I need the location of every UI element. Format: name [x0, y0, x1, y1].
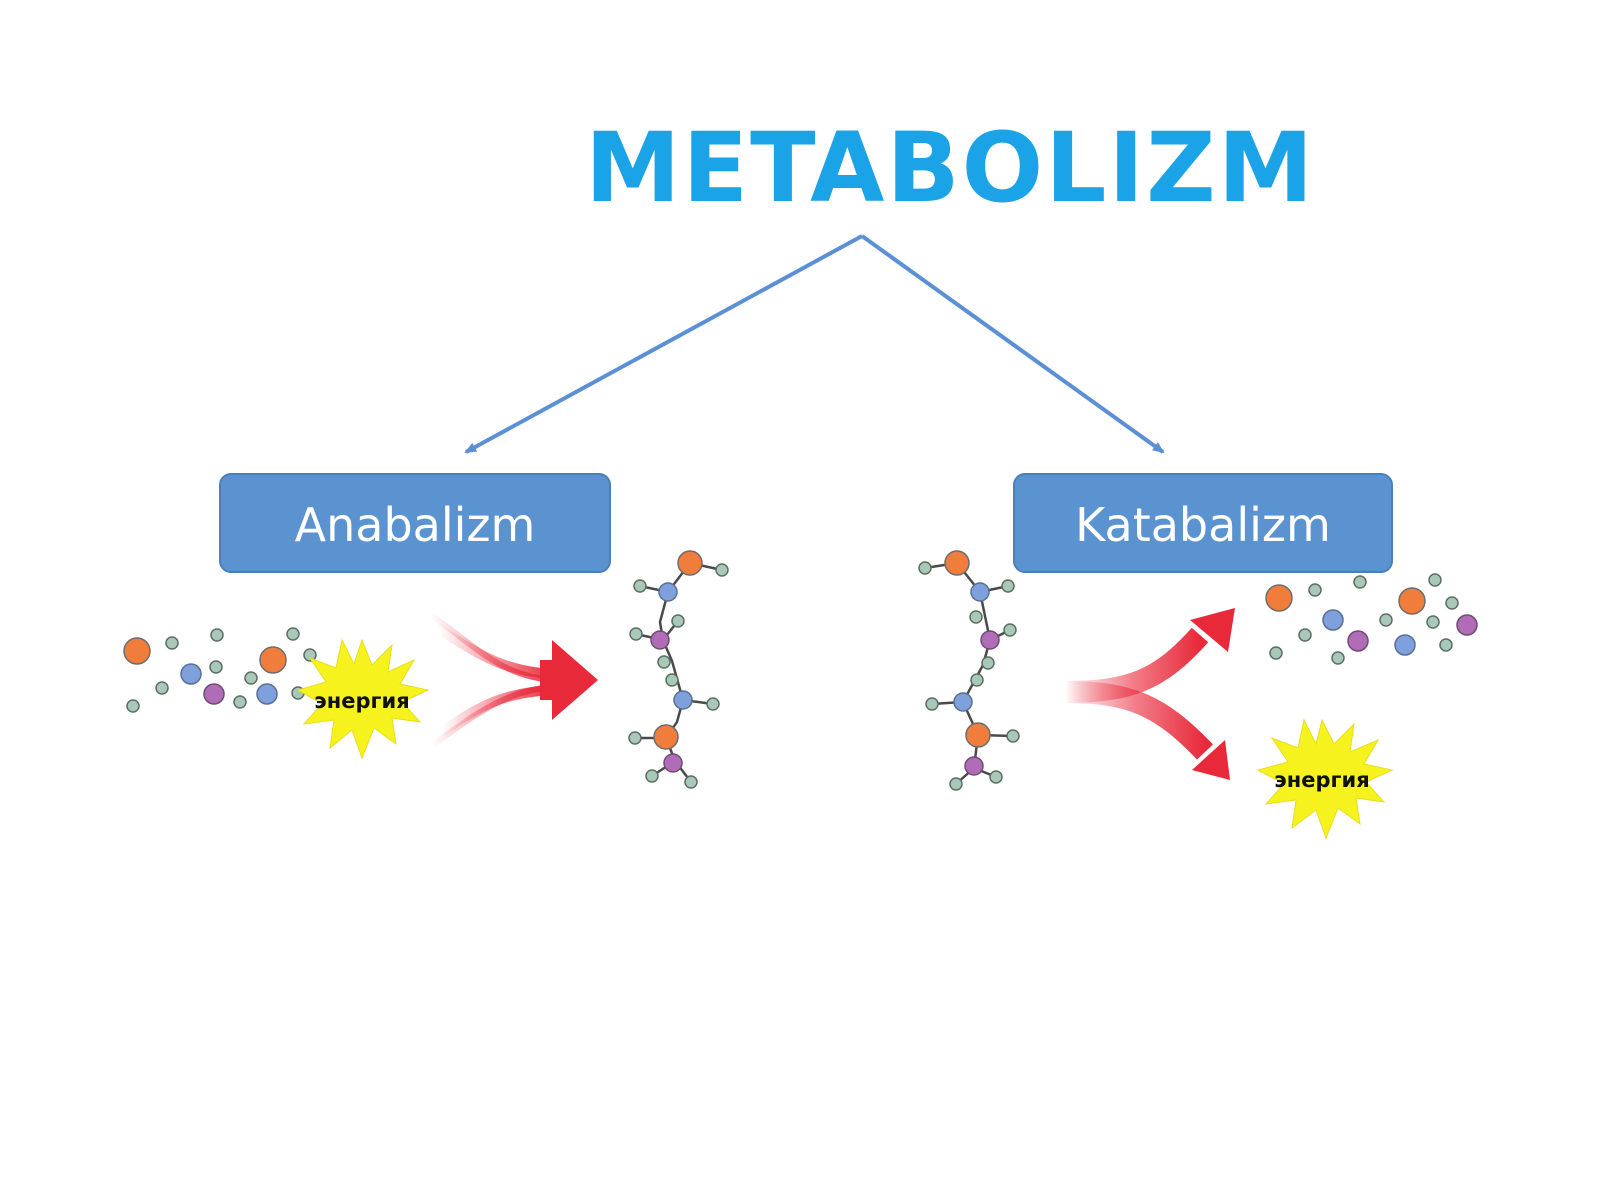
atom: [970, 582, 990, 602]
atom: [677, 550, 703, 576]
atom: [650, 630, 670, 650]
atom: [653, 724, 679, 750]
atom: [949, 777, 963, 791]
atom: [210, 628, 224, 642]
atom: [165, 636, 179, 650]
atom: [1331, 651, 1345, 665]
atom: [1353, 575, 1367, 589]
atom: [1456, 614, 1478, 636]
arrow-stream: [1064, 681, 1213, 760]
bonds: [924, 561, 1014, 785]
atom: [964, 756, 984, 776]
chain-molecule-left: [628, 550, 729, 789]
anabolism-box: Anabalizm: [219, 473, 611, 573]
atom: [657, 655, 671, 669]
arrow-head: [540, 640, 598, 720]
atom: [203, 683, 225, 705]
atom: [671, 614, 685, 628]
catabolism-arrow: [1064, 608, 1235, 780]
atom: [286, 627, 300, 641]
atom: [209, 660, 223, 674]
anabolism-arrow: [428, 612, 598, 748]
atom: [658, 582, 678, 602]
atom: [673, 690, 693, 710]
catabolism-label: Katabalizm: [1075, 498, 1331, 552]
atom: [1001, 579, 1015, 593]
atom: [1003, 623, 1017, 637]
bonds: [635, 561, 723, 783]
energy-burst-shape: [1256, 718, 1394, 840]
chain-molecule-right: [918, 550, 1020, 791]
atom: [1398, 587, 1426, 615]
atom: [970, 673, 984, 687]
atom: [1265, 584, 1293, 612]
atom: [303, 648, 317, 662]
atom: [981, 656, 995, 670]
energy-burst-left: энергия: [296, 638, 430, 760]
atom: [244, 671, 258, 685]
atom: [1428, 573, 1442, 587]
atom: [1322, 609, 1344, 631]
atom: [663, 753, 683, 773]
atom: [633, 579, 647, 593]
atom: [965, 722, 991, 748]
arrow-head-up: [1190, 608, 1235, 652]
atom: [126, 699, 140, 713]
atom: [180, 663, 202, 685]
energy-burst-right: энергия: [1256, 718, 1394, 840]
atom: [233, 695, 247, 709]
atom: [259, 646, 287, 674]
atom: [944, 550, 970, 576]
atom: [953, 692, 973, 712]
connector-right: [860, 234, 1165, 454]
catabolism-box: Katabalizm: [1013, 473, 1393, 573]
arrow-head-down: [1192, 740, 1230, 780]
small-molecules-right: [1265, 573, 1478, 665]
atom: [1445, 596, 1459, 610]
atom: [155, 681, 169, 695]
atom: [628, 731, 642, 745]
atom: [123, 637, 151, 665]
atom: [918, 561, 932, 575]
energy-burst-shape: [296, 638, 430, 760]
atom: [665, 673, 679, 687]
atom: [1298, 628, 1312, 642]
atom: [256, 683, 278, 705]
atom: [1269, 646, 1283, 660]
atom: [969, 610, 983, 624]
atom: [980, 630, 1000, 650]
atom: [1426, 615, 1440, 629]
atom: [1006, 729, 1020, 743]
arrow-stream: [437, 625, 556, 679]
atom: [1379, 613, 1393, 627]
atom: [629, 627, 643, 641]
connector-left: [464, 234, 863, 454]
atom: [715, 563, 729, 577]
atom: [925, 697, 939, 711]
energy-label-left: энергия: [314, 689, 409, 713]
atom: [1347, 630, 1369, 652]
atom: [645, 769, 659, 783]
atom: [1439, 638, 1453, 652]
diagram-title: METABOLIZM: [585, 112, 1316, 224]
atom: [989, 770, 1003, 784]
atom: [1308, 583, 1322, 597]
anabolism-label: Anabalizm: [294, 498, 536, 552]
energy-label-right: энергия: [1274, 768, 1369, 792]
small-molecules-left: [123, 627, 317, 713]
atom: [684, 775, 698, 789]
atom: [1394, 634, 1416, 656]
arrow-stream: [439, 685, 556, 737]
atom: [706, 697, 720, 711]
